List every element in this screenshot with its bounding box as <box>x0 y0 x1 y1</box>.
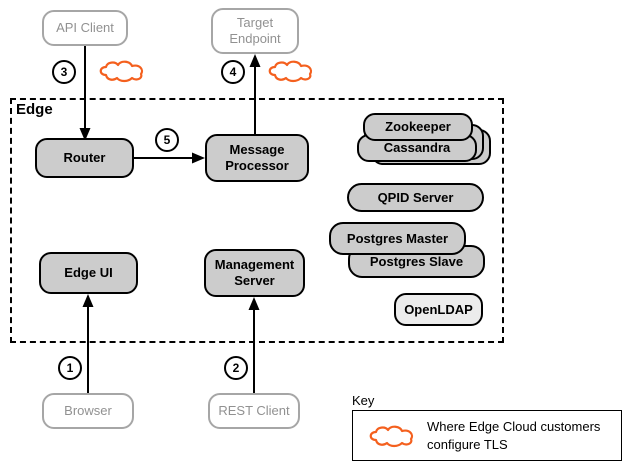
node-message-processor[interactable]: Message Processor <box>205 134 309 182</box>
node-api-client[interactable]: API Client <box>42 10 128 46</box>
connector-message-processor-to-target <box>249 54 261 140</box>
connector-api-client-to-router <box>79 46 91 141</box>
node-openldap[interactable]: OpenLDAP <box>394 293 483 326</box>
node-zookeeper[interactable]: Zookeeper <box>363 113 473 141</box>
node-rest-client[interactable]: REST Client <box>208 393 300 429</box>
node-zookeeper-label: Zookeeper <box>385 119 451 135</box>
node-management-server[interactable]: Management Server <box>204 249 305 297</box>
edge-boundary-label: Edge <box>16 101 53 118</box>
node-browser[interactable]: Browser <box>42 393 134 429</box>
node-target-endpoint[interactable]: Target Endpoint <box>211 8 299 54</box>
node-router[interactable]: Router <box>35 138 134 178</box>
key-title: Key <box>352 393 375 408</box>
node-target-endpoint-label-line1: Target <box>236 15 274 31</box>
badge-1-number: 1 <box>66 361 74 375</box>
node-rest-client-label: REST Client <box>218 403 290 419</box>
node-api-client-label: API Client <box>56 20 114 36</box>
connector-rest-client-to-management-server <box>248 297 260 395</box>
key-entry-text: Where Edge Cloud customers configure TLS <box>427 419 601 452</box>
node-management-server-label-line1: Management <box>214 257 295 273</box>
node-postgres-master[interactable]: Postgres Master <box>329 222 466 255</box>
node-browser-label: Browser <box>64 403 112 419</box>
node-target-endpoint-label-line2: Endpoint <box>229 31 281 46</box>
badge-1: 1 <box>58 356 82 380</box>
node-openldap-label: OpenLDAP <box>404 301 473 317</box>
node-message-processor-label-line1: Message <box>229 142 285 158</box>
node-edge-ui-label: Edge UI <box>64 265 113 281</box>
badge-4: 4 <box>221 60 245 84</box>
cloud-icon-legend <box>369 425 414 448</box>
badge-4-number: 4 <box>229 65 237 79</box>
badge-5: 5 <box>155 128 179 152</box>
node-qpid-server-label: QPID Server <box>377 189 454 205</box>
edge-boundary <box>10 98 504 343</box>
node-edge-ui[interactable]: Edge UI <box>39 252 138 294</box>
node-management-server-label-line2: Server <box>234 273 275 288</box>
node-postgres-master-label: Postgres Master <box>346 230 449 246</box>
node-message-processor-label-line2: Processor <box>225 158 289 173</box>
cloud-icon-3 <box>99 60 144 83</box>
node-qpid-server[interactable]: QPID Server <box>347 183 484 212</box>
node-postgres-slave-label: Postgres Slave <box>369 253 464 269</box>
node-router-label: Router <box>63 150 106 166</box>
badge-3-number: 3 <box>60 65 68 79</box>
badge-2: 2 <box>224 356 248 380</box>
badge-5-number: 5 <box>163 133 171 147</box>
node-cassandra-label: Cassandra <box>383 140 451 156</box>
badge-2-number: 2 <box>232 361 240 375</box>
connector-browser-to-edge-ui <box>82 294 94 395</box>
cloud-icon-4 <box>268 60 313 83</box>
key-box: Where Edge Cloud customers configure TLS <box>352 410 622 461</box>
connector-router-to-message-processor <box>134 152 205 164</box>
badge-3: 3 <box>52 60 76 84</box>
